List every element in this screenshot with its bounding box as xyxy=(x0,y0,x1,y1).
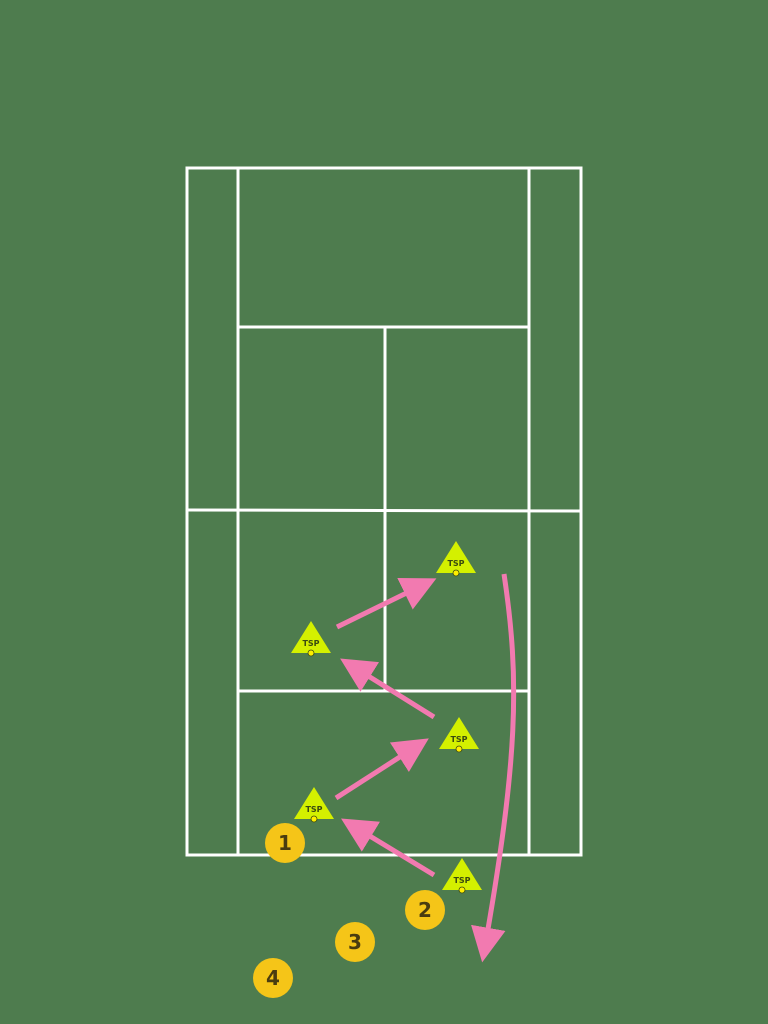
arrow-5 xyxy=(471,573,517,963)
cone-5: TSP xyxy=(442,858,482,894)
arrow-4 xyxy=(335,578,437,630)
cone-icon xyxy=(291,621,331,653)
arrow-3 xyxy=(340,658,436,720)
arrow-1 xyxy=(341,818,436,878)
player-4: 4 xyxy=(253,958,293,998)
cone-label: TSP xyxy=(450,735,467,744)
players: 1 2 3 4 xyxy=(253,823,445,998)
arrow-2 xyxy=(334,738,429,801)
player-number: 1 xyxy=(278,831,292,855)
cone-base-dot xyxy=(455,745,463,753)
player-marker xyxy=(335,922,375,962)
cone-base-dot xyxy=(452,569,460,577)
player-2: 2 xyxy=(405,890,445,930)
player-number: 2 xyxy=(418,898,432,922)
cone-base-dot xyxy=(307,649,315,657)
court-lines xyxy=(185,166,583,857)
cone-label: TSP xyxy=(453,876,470,885)
cone-base-dot xyxy=(310,815,318,823)
cone-label: TSP xyxy=(302,639,319,648)
player-marker xyxy=(405,890,445,930)
player-number: 3 xyxy=(348,930,362,954)
cone-1: TSP xyxy=(436,541,476,577)
cone-4: TSP xyxy=(294,787,334,823)
cone-3: TSP xyxy=(439,717,479,753)
cone-icon xyxy=(294,787,334,819)
player-1: 1 xyxy=(265,823,305,863)
player-3: 3 xyxy=(335,922,375,962)
movement-arrows xyxy=(334,573,517,963)
player-marker xyxy=(265,823,305,863)
cone-label: TSP xyxy=(447,559,464,568)
player-number: 4 xyxy=(266,966,280,990)
cones: TSP TSP TSP TSP TSP xyxy=(291,541,482,894)
cone-2: TSP xyxy=(291,621,331,657)
player-marker xyxy=(253,958,293,998)
cone-icon xyxy=(439,717,479,749)
cone-icon xyxy=(436,541,476,573)
cone-label: TSP xyxy=(305,805,322,814)
cone-icon xyxy=(442,858,482,890)
cone-base-dot xyxy=(458,886,466,894)
